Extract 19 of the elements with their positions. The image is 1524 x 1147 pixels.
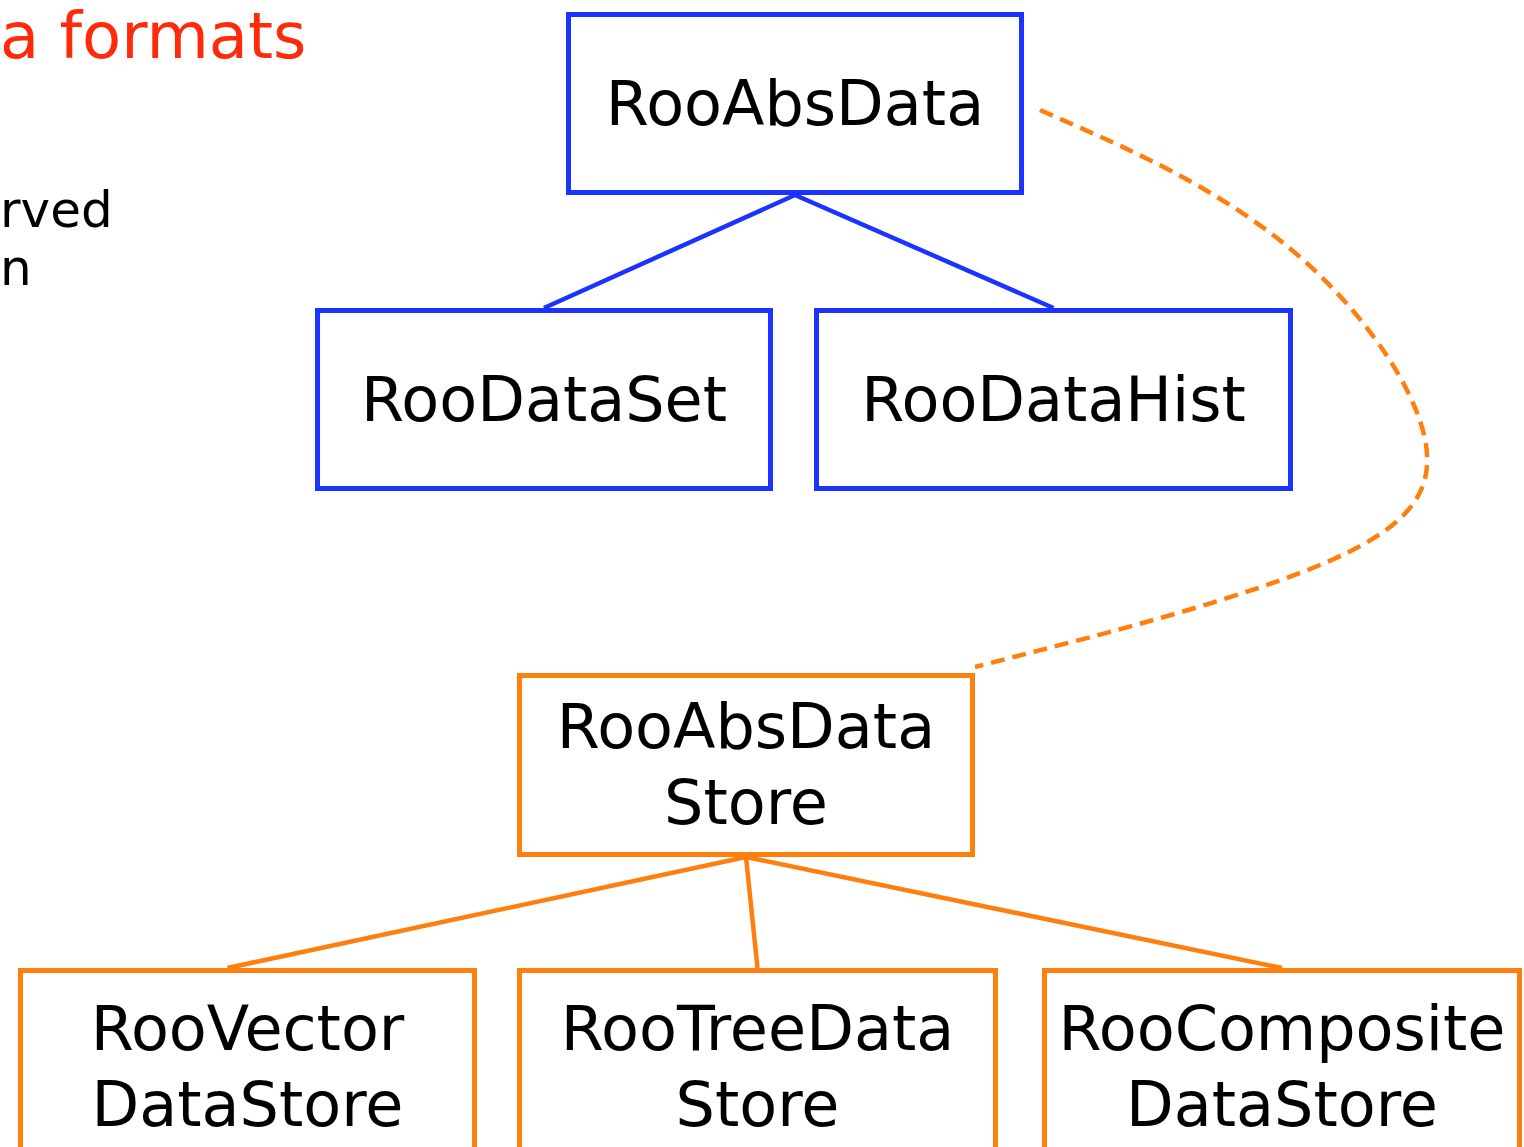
text-fragment: rved — [0, 185, 113, 235]
class-name: RooAbsData — [604, 65, 986, 142]
class-name: RooCompositeDataStore — [1057, 991, 1507, 1143]
class-name: RooTreeData Store — [559, 991, 956, 1143]
class-box — [814, 308, 1293, 491]
class-box — [517, 673, 975, 857]
class-name: RooVector DataStore — [89, 991, 406, 1143]
class-box — [566, 12, 1024, 195]
class-name: RooAbsData Store — [555, 689, 937, 841]
text-fragment: n — [0, 243, 32, 293]
connector — [743, 856, 760, 969]
dashed-connector — [974, 107, 1430, 670]
slide-title-fragment: a formats — [0, 4, 307, 68]
class-name: RooDataHist — [860, 361, 1247, 438]
class-box — [315, 308, 773, 491]
class-box — [18, 968, 477, 1147]
class-name: RooDataSet — [360, 361, 728, 438]
class-box — [517, 968, 998, 1147]
class-box — [1042, 968, 1522, 1147]
